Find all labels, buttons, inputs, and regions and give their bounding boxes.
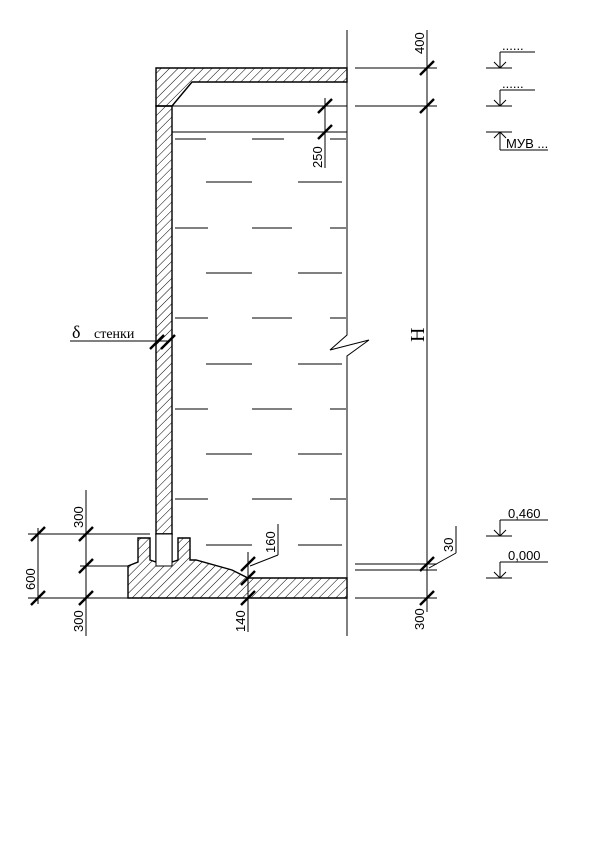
level-top-2-value: ......: [502, 76, 524, 91]
level-marker-0000: [486, 561, 548, 579]
level-marker-water: [486, 131, 548, 151]
level-marker-top-2: [486, 89, 535, 107]
level-0460-value: 0,460: [508, 506, 541, 521]
wall-thickness-text: стенки: [94, 327, 135, 342]
level-0000-value: 0,000: [508, 548, 541, 563]
bottom-slab: [127, 533, 348, 599]
dim-160-140-chain: [240, 524, 279, 632]
level-marker-top-1: [486, 51, 535, 69]
level-top-1-value: ......: [502, 38, 524, 53]
dim-140: 140: [233, 610, 248, 632]
dim-right-300: 300: [412, 608, 427, 630]
dim-160: 160: [263, 531, 278, 553]
water-hatching: [175, 138, 346, 546]
level-marker-0460: [486, 519, 548, 537]
left-dimension-chain: [28, 490, 150, 636]
right-dimension-chain: [355, 30, 437, 612]
dim-top-400: 400: [412, 32, 427, 54]
dim-250-chain: [317, 98, 333, 168]
level-water-value: МУВ ...: [506, 136, 548, 151]
dim-left-300-bottom: 300: [71, 610, 86, 632]
dim-left-600: 600: [23, 568, 38, 590]
dim-30-leader: [428, 552, 457, 569]
wall-thickness-symbol: δ: [72, 322, 80, 342]
wall-socket-inner: [155, 533, 173, 567]
dim-left-300-top: 300: [71, 506, 86, 528]
dim-height-h: H: [407, 328, 429, 342]
left-wall: [155, 105, 173, 535]
dim-30: 30: [441, 538, 456, 552]
wall-thickness-marker: [70, 334, 176, 350]
roof-slab: [155, 67, 348, 107]
dim-250: 250: [310, 146, 325, 168]
break-line: [329, 30, 370, 636]
